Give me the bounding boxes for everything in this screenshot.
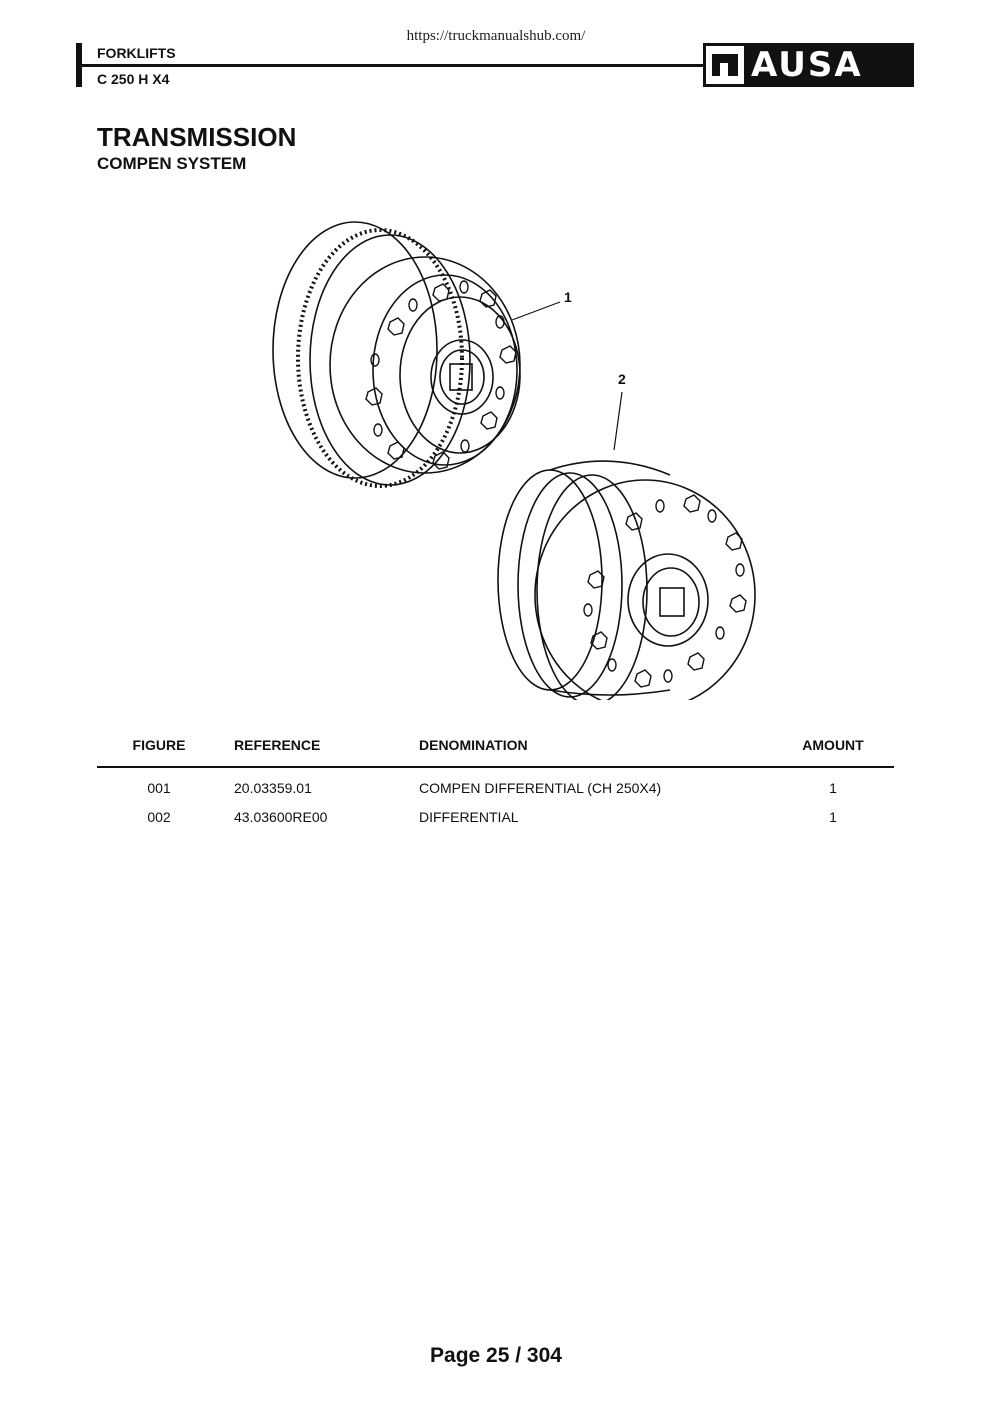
page-number: Page 25 / 304	[430, 1344, 562, 1367]
ausa-logo: AUSA	[703, 43, 914, 87]
col-header-reference: REFERENCE	[234, 737, 321, 753]
cell-denomination: COMPEN DIFFERENTIAL (CH 250X4)	[419, 780, 662, 796]
cell-figure: 002	[147, 809, 171, 825]
col-header-figure: FIGURE	[132, 737, 186, 753]
header-model: C 250 H X4	[97, 71, 170, 87]
section-subtitle: COMPEN SYSTEM	[97, 154, 247, 173]
table-header-rule	[97, 766, 894, 768]
compen-system-drawing: 1 2	[272, 221, 756, 700]
cell-denomination: DIFFERENTIAL	[419, 809, 519, 825]
callout-2: 2	[618, 371, 626, 387]
col-header-denomination: DENOMINATION	[419, 737, 528, 753]
cell-amount: 1	[829, 780, 837, 796]
cell-figure: 001	[147, 780, 171, 796]
compen-differential-part	[272, 221, 561, 488]
differential-part	[497, 391, 756, 700]
cell-amount: 1	[829, 809, 837, 825]
header-category: FORKLIFTS	[97, 45, 176, 61]
logo-mark-icon	[706, 46, 744, 84]
section-title: TRANSMISSION	[97, 122, 297, 152]
callout-1: 1	[564, 289, 572, 305]
logo-text: AUSA	[751, 45, 863, 85]
cell-reference: 20.03359.01	[234, 780, 312, 796]
header-rule	[76, 64, 706, 67]
col-header-amount: AMOUNT	[802, 737, 864, 753]
cell-reference: 43.03600RE00	[234, 809, 328, 825]
source-url[interactable]: https://truckmanualshub.com/	[406, 28, 586, 44]
